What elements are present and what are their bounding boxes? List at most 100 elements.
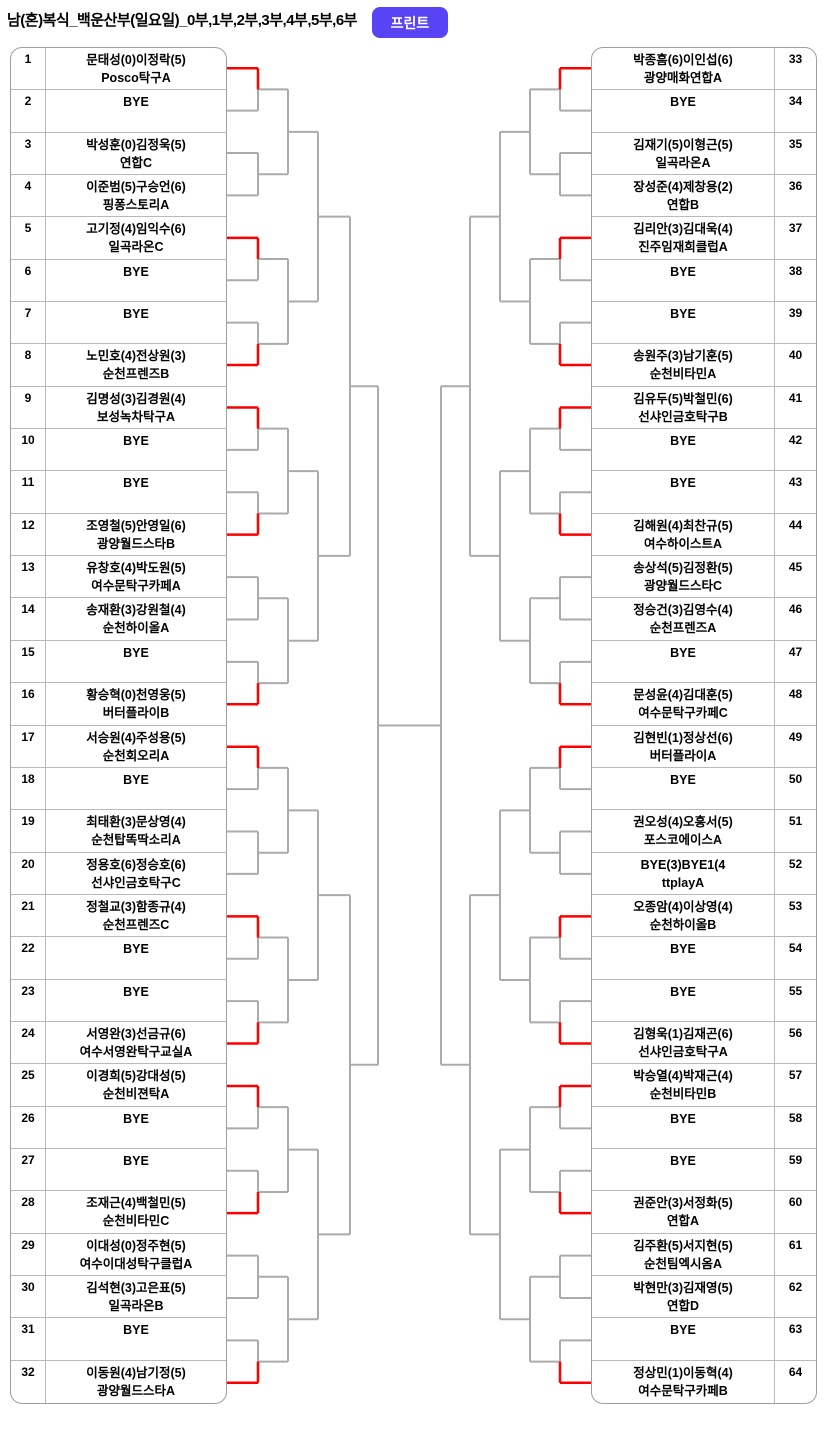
club-label: 순천탑똑딱소리A (91, 833, 181, 848)
seed-number: 40 (774, 344, 816, 386)
team-entry: 권준안(3)서정화(5)연합A (592, 1191, 774, 1232)
players-label: 서영완(3)선금규(6) (86, 1026, 186, 1041)
seed-number: 63 (774, 1318, 816, 1360)
seed-number: 44 (774, 513, 816, 556)
team-entry: 송재환(3)강원철(4)순천하이올A (46, 598, 226, 639)
club-label: 순천비젼탁A (102, 1087, 170, 1102)
team-entry: BYE (46, 1318, 226, 1359)
players-label: BYE (670, 1323, 696, 1338)
seed-number: 10 (11, 429, 46, 471)
players-label: BYE (670, 434, 696, 449)
club-label: ttplayA (661, 875, 705, 890)
team-entry: BYE (592, 768, 774, 809)
seed-number: 45 (774, 556, 816, 598)
team-entry: 정상민(1)이동혁(4)여수문탁구카페B (592, 1361, 774, 1403)
seed-number: 20 (11, 852, 46, 894)
bracket-row: 7 BYE (11, 302, 226, 345)
seed-number: 42 (774, 429, 816, 471)
club-label: 광양월드스타B (96, 536, 176, 551)
players-label: BYE (670, 307, 696, 322)
club-label: 순천프렌즈A (649, 621, 717, 636)
club-label: 순천프렌즈B (102, 367, 170, 382)
team-entry: 조영철(5)안영일(6) 광양월드스타B (46, 514, 226, 555)
club-label: 연합C (119, 155, 153, 170)
seed-number: 31 (11, 1318, 46, 1360)
club-label: 일곡라온B (108, 1298, 164, 1313)
seed-number: 48 (774, 683, 816, 725)
club-label: 순천하이올B (649, 917, 717, 932)
club-label: 일곡라온C (108, 240, 164, 255)
seed-number: 24 (11, 1021, 46, 1064)
club-label: 순천비타민A (649, 367, 717, 382)
club-label: 선샤인금호탁구A (638, 1044, 728, 1059)
seed-number: 41 (774, 386, 816, 429)
seed-number: 33 (774, 48, 816, 90)
seed-number: 21 (11, 894, 46, 937)
club-label: 순천비타민C (102, 1214, 170, 1229)
players-label: 문성윤(4)김대훈(5) (633, 688, 733, 703)
players-label: 박현만(3)김재영(5) (633, 1280, 733, 1295)
players-label: BYE (670, 1111, 696, 1126)
seed-number: 47 (774, 640, 816, 683)
club-label: Posco탁구A (101, 71, 171, 85)
team-entry: 김재기(5)이형근(5)일곡라온A (592, 133, 774, 174)
players-label: 노민호(4)전상원(3) (86, 349, 186, 364)
players-label: 송원주(3)남기훈(5) (633, 349, 733, 364)
players-label: 송재환(3)강원철(4) (86, 603, 186, 618)
players-label: BYE (123, 307, 149, 322)
players-label: BYE (123, 95, 149, 110)
team-entry: BYE (46, 471, 226, 512)
team-entry: 박종흠(6)이인섭(6)광양매화연합A (592, 48, 774, 89)
players-label: BYE (123, 1111, 149, 1126)
club-label: 연합D (666, 1298, 700, 1313)
players-label: 이준범(5)구승언(6) (86, 180, 186, 195)
players-label: 조영철(5)안영일(6) (86, 518, 186, 533)
seed-number: 11 (11, 471, 46, 513)
seed-number: 37 (774, 217, 816, 259)
team-entry: 노민호(4)전상원(3) 순천프렌즈B (46, 344, 226, 385)
players-label: BYE (123, 772, 149, 787)
club-label: 순천프렌즈C (102, 917, 170, 932)
team-entry: BYE (592, 302, 774, 343)
seed-number: 7 (11, 302, 46, 344)
players-label: 권오성(4)오흥서(5) (633, 815, 733, 830)
club-label: 선샤인금호탁구B (638, 409, 728, 424)
team-entry: 정철교(3)함종규(4) 순천프렌즈C (46, 895, 226, 936)
club-label: 포스코에이스A (643, 833, 723, 848)
players-label: 김해원(4)최찬규(5) (633, 518, 733, 533)
players-label: BYE (123, 1323, 149, 1338)
seed-number: 58 (774, 1106, 816, 1148)
club-label: 진주임재희클럽A (638, 240, 728, 255)
players-label: 최태환(3)문상영(4) (86, 815, 186, 830)
seed-number: 18 (11, 767, 46, 810)
players-label: 이경희(5)강대성(5) (86, 1069, 186, 1084)
team-entry: BYE (592, 471, 774, 512)
seed-number: 54 (774, 937, 816, 979)
team-entry: 정용호(6)정승호(6)선샤인금호탁구C (46, 853, 226, 894)
players-label: 문태성(0)이정락(5) (86, 53, 186, 67)
seed-number: 32 (11, 1360, 46, 1403)
team-entry: 서승원(4)주성용(5)순천회오리A (46, 726, 226, 767)
club-label: 순천비타민B (649, 1087, 717, 1102)
seed-number: 13 (11, 556, 46, 598)
print-button[interactable]: 프린트 (372, 7, 448, 38)
team-entry: 김명성(3)김경원(4)보성녹차탁구A (46, 387, 226, 428)
players-label: 정철교(3)함종규(4) (86, 899, 186, 914)
seed-number: 23 (11, 979, 46, 1021)
players-label: BYE(3)BYE1(4 (640, 857, 726, 872)
